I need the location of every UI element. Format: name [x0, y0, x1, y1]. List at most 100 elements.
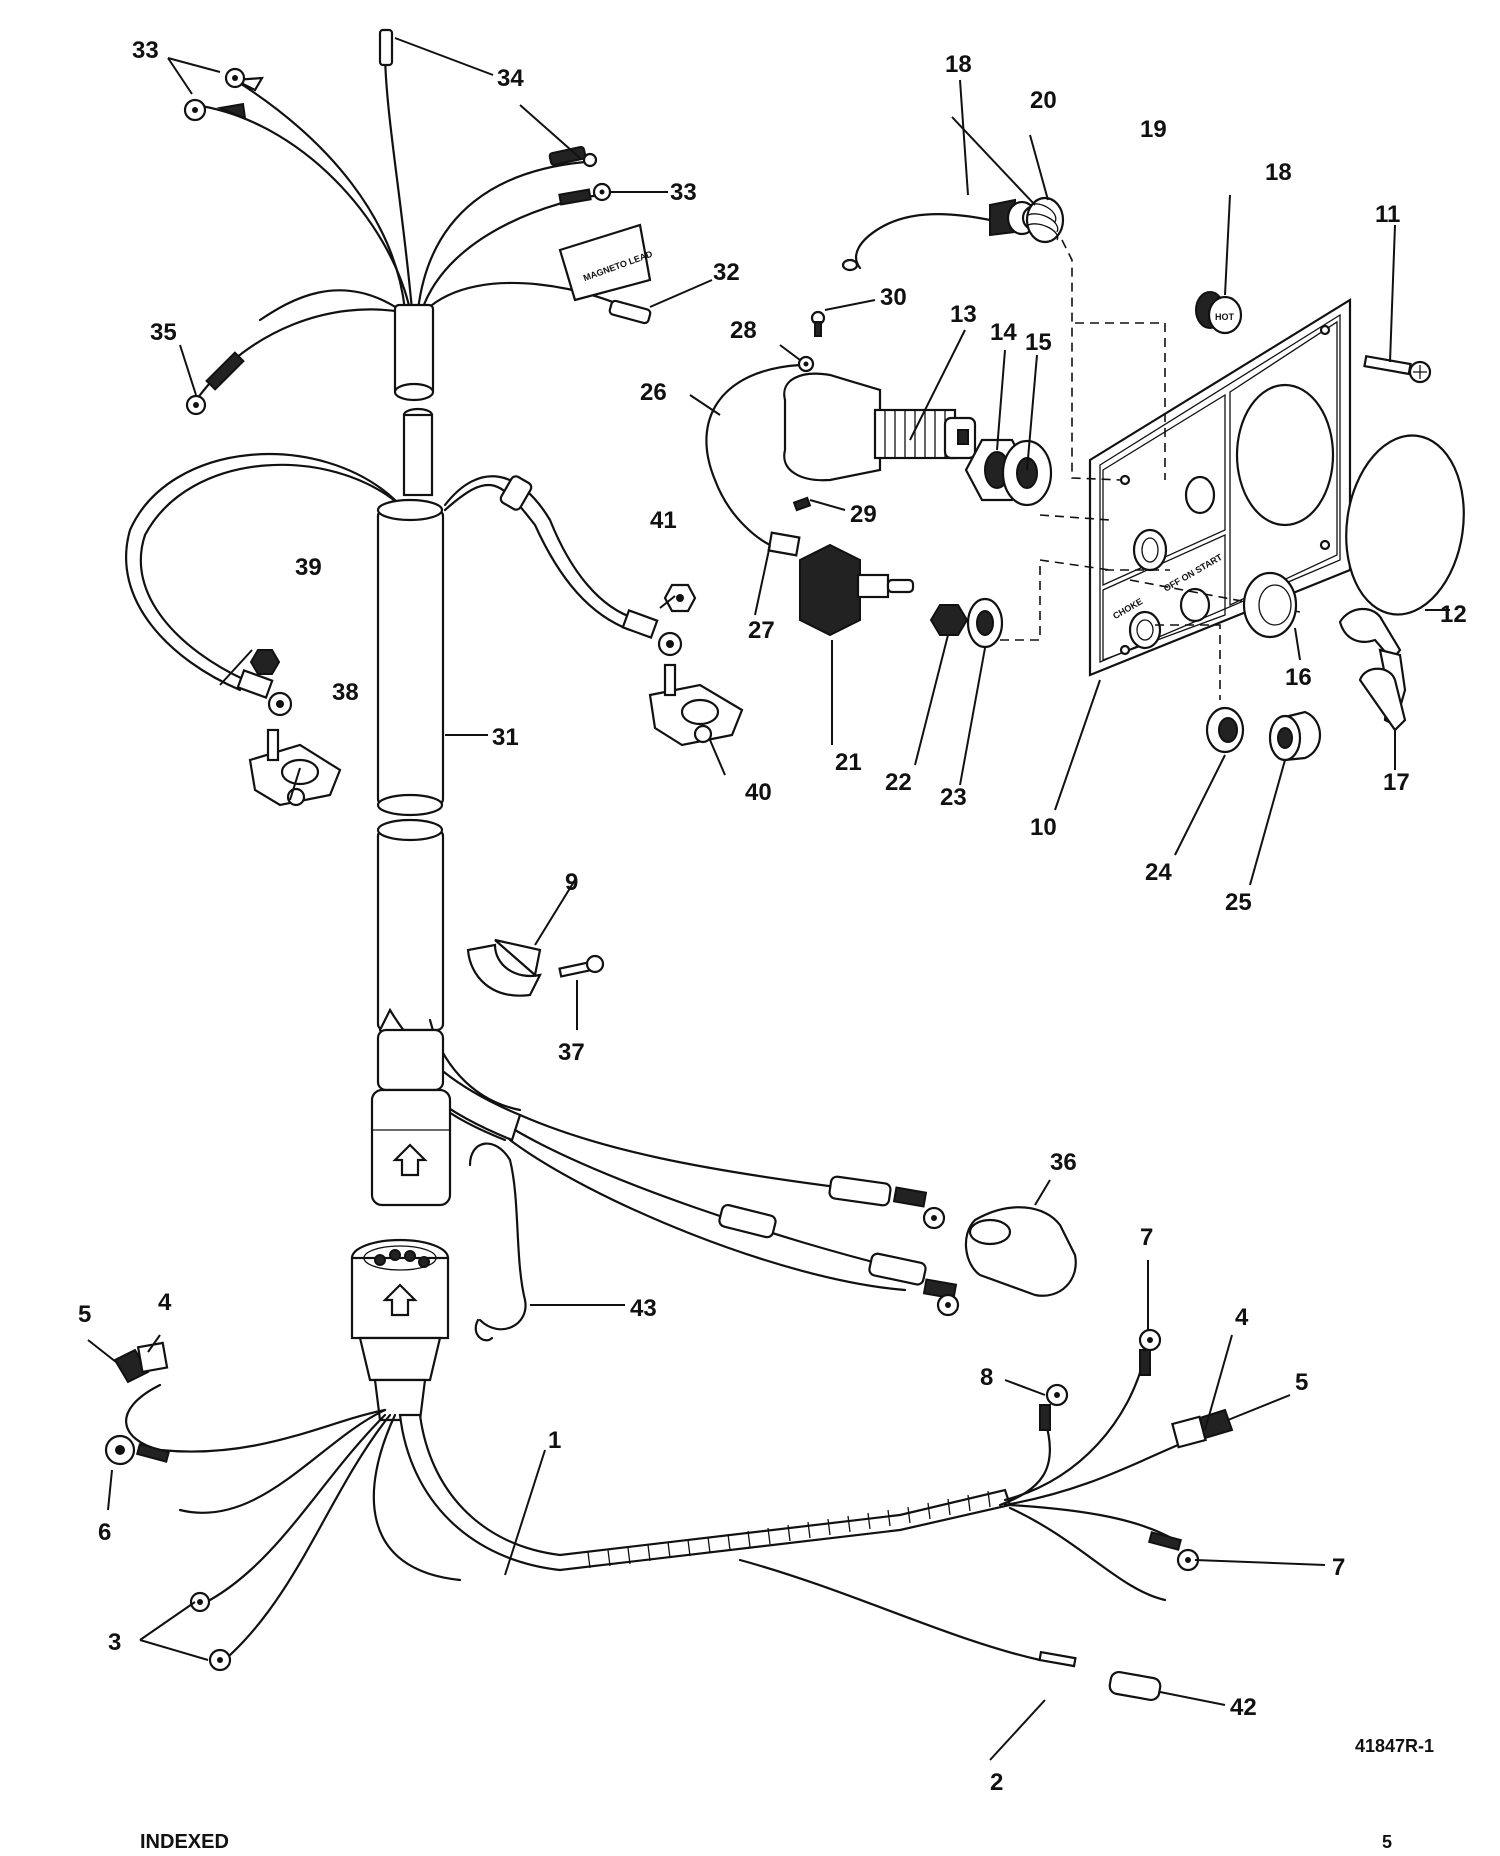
magneto-lead-tag: MAGNETO LEAD — [558, 223, 654, 302]
callout-3: 3 — [108, 1629, 121, 1656]
callout-34: 34 — [497, 65, 524, 92]
ring-terminal-28 — [797, 355, 815, 373]
screw-29 — [792, 496, 812, 512]
callout-6: 6 — [98, 1519, 111, 1546]
washer-15 — [1001, 439, 1053, 507]
nut-39 — [249, 649, 281, 675]
callout-5b: 5 — [1295, 1369, 1308, 1396]
ring-terminal-33c — [558, 182, 612, 206]
callout-4a: 4 — [158, 1289, 172, 1316]
callout-22: 22 — [885, 769, 912, 796]
callout-5a: 5 — [78, 1301, 91, 1328]
ring-terminal-33a — [224, 67, 265, 92]
callout-12: 12 — [1440, 601, 1467, 628]
callout-33b: 33 — [670, 179, 697, 206]
ring-terminal-33b — [183, 98, 247, 122]
callout-25: 25 — [1225, 889, 1252, 916]
wiring-sheath-31 — [376, 498, 445, 1032]
ring-terminal-3a — [189, 1591, 211, 1613]
callout-41: 41 — [650, 507, 677, 534]
callout-21: 21 — [835, 749, 862, 776]
battery-terminal-lug-left — [236, 669, 293, 717]
washer-23 — [966, 597, 1004, 649]
bullet-terminal-34a — [378, 28, 394, 67]
callout-9: 9 — [565, 869, 578, 896]
battery-clamp-38 — [248, 728, 342, 807]
callout-30: 30 — [880, 284, 907, 311]
ring-terminal-3b — [208, 1648, 232, 1672]
callout-2: 2 — [990, 1769, 1003, 1796]
lower-harness — [104, 1007, 1234, 1702]
callout-24: 24 — [1145, 859, 1172, 886]
callout-23: 23 — [940, 784, 967, 811]
battery-lug-lower — [922, 1278, 960, 1317]
callout-27: 27 — [748, 617, 775, 644]
callout-labels: 33 34 33 32 35 30 28 13 14 15 26 29 27 2… — [78, 37, 1467, 1853]
battery-clamp-40 — [648, 663, 744, 747]
battery-cables — [122, 450, 744, 807]
connector-5-left — [113, 1341, 169, 1384]
terminal-boot-36 — [964, 1206, 1077, 1297]
ring-terminal-6 — [104, 1434, 171, 1466]
callout-35: 35 — [150, 319, 177, 346]
instrument-panel-10: CHOKE OFF ON START — [1088, 298, 1352, 677]
ring-terminal-7b — [1147, 1531, 1200, 1572]
callout-19: 19 — [1140, 116, 1167, 143]
callout-29: 29 — [850, 501, 877, 528]
callout-31: 31 — [492, 724, 519, 751]
bullet-terminal-32 — [608, 299, 652, 325]
ring-terminal-35 — [185, 351, 245, 416]
callout-39: 39 — [295, 554, 322, 581]
callout-20: 20 — [1030, 87, 1057, 114]
callout-1: 1 — [548, 1427, 561, 1454]
callout-14: 14 — [990, 319, 1017, 346]
screw-11 — [1363, 354, 1432, 384]
callout-36: 36 — [1050, 1149, 1077, 1176]
callout-18a: 18 — [945, 51, 972, 78]
harness-connector-plug — [370, 1028, 452, 1207]
callout-38: 38 — [332, 679, 359, 706]
indicator-lamp-18 — [841, 198, 1049, 272]
nut-22 — [929, 604, 969, 636]
nut-41 — [663, 583, 697, 613]
lens-12 — [1345, 434, 1465, 616]
callout-18b: 18 — [1265, 159, 1292, 186]
harness-connector-socket — [350, 1238, 450, 1422]
panel-label-hot: HOT — [1215, 312, 1235, 322]
callout-7a: 7 — [1140, 1224, 1153, 1251]
callout-28: 28 — [730, 317, 757, 344]
bezel-nut-16 — [1242, 571, 1298, 639]
callout-32: 32 — [713, 259, 740, 286]
ring-terminal-8 — [1039, 1383, 1069, 1431]
battery-terminal-lug-right — [621, 609, 683, 657]
callout-17: 17 — [1383, 769, 1410, 796]
bezel-nut-24 — [1205, 706, 1245, 754]
callout-8: 8 — [980, 1364, 993, 1391]
knob-25 — [1268, 710, 1321, 762]
callout-11: 11 — [1375, 201, 1400, 228]
callout-43: 43 — [630, 1295, 657, 1322]
battery-lug-upper — [892, 1186, 946, 1230]
figure-id: 41847R-1 — [1355, 1736, 1434, 1756]
upper-harness-leads: MAGNETO LEAD — [183, 28, 654, 497]
bullet-terminal-34b — [548, 145, 598, 168]
sleeve-42 — [1108, 1670, 1162, 1702]
switch-components — [705, 310, 1053, 649]
page-mark: 5 — [1382, 1832, 1392, 1852]
screw-30 — [810, 310, 826, 337]
footer-text: INDEXED — [140, 1831, 229, 1853]
assembly-lines — [1000, 239, 1301, 700]
wiring-sheath-upper — [393, 303, 435, 497]
connector-27 — [767, 531, 801, 557]
callout-7b: 7 — [1332, 1554, 1345, 1581]
callout-10: 10 — [1030, 814, 1057, 841]
callout-13: 13 — [950, 301, 977, 328]
callout-33a: 33 — [132, 37, 159, 64]
screw-37 — [558, 954, 605, 978]
keys-17 — [1338, 607, 1407, 732]
hot-indicator-18: HOT — [1195, 291, 1243, 335]
callout-16: 16 — [1285, 664, 1312, 691]
spring-19 — [1025, 196, 1065, 244]
callout-42: 42 — [1230, 1694, 1257, 1721]
